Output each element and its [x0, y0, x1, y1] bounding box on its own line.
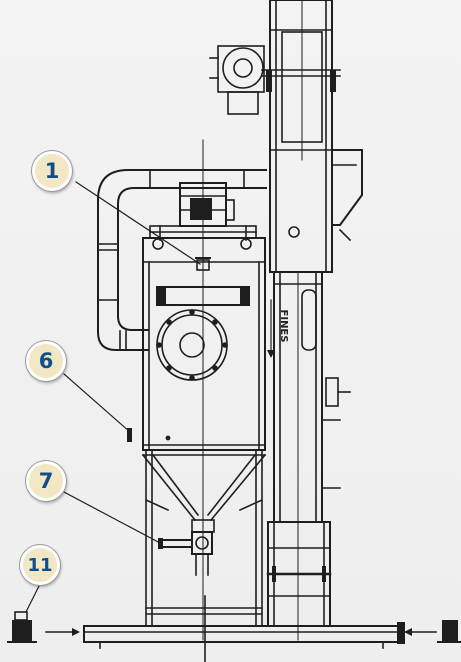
leveling-foot-left	[7, 611, 80, 643]
callout-11-label: 11	[27, 554, 53, 576]
collector-legs	[144, 449, 264, 627]
collector-motor	[152, 182, 252, 271]
leveling-foot-right	[397, 620, 461, 644]
dust-collector-body	[142, 139, 266, 641]
callout-6: 6	[26, 341, 66, 381]
callout-1-label: 1	[44, 159, 60, 183]
callout-7: 7	[26, 461, 66, 501]
crossover-duct	[97, 169, 267, 351]
callout-leaders	[25, 181, 201, 613]
fines-marker	[267, 299, 275, 358]
callout-7-label: 7	[38, 469, 54, 493]
callout-1: 1	[32, 151, 72, 191]
fines-label: FINES	[278, 310, 289, 343]
base-frame	[83, 595, 399, 662]
callout-6-label: 6	[38, 349, 54, 373]
callout-11: 11	[20, 545, 60, 585]
collector-hopper	[141, 453, 267, 576]
bucket-elevator	[209, 0, 363, 641]
